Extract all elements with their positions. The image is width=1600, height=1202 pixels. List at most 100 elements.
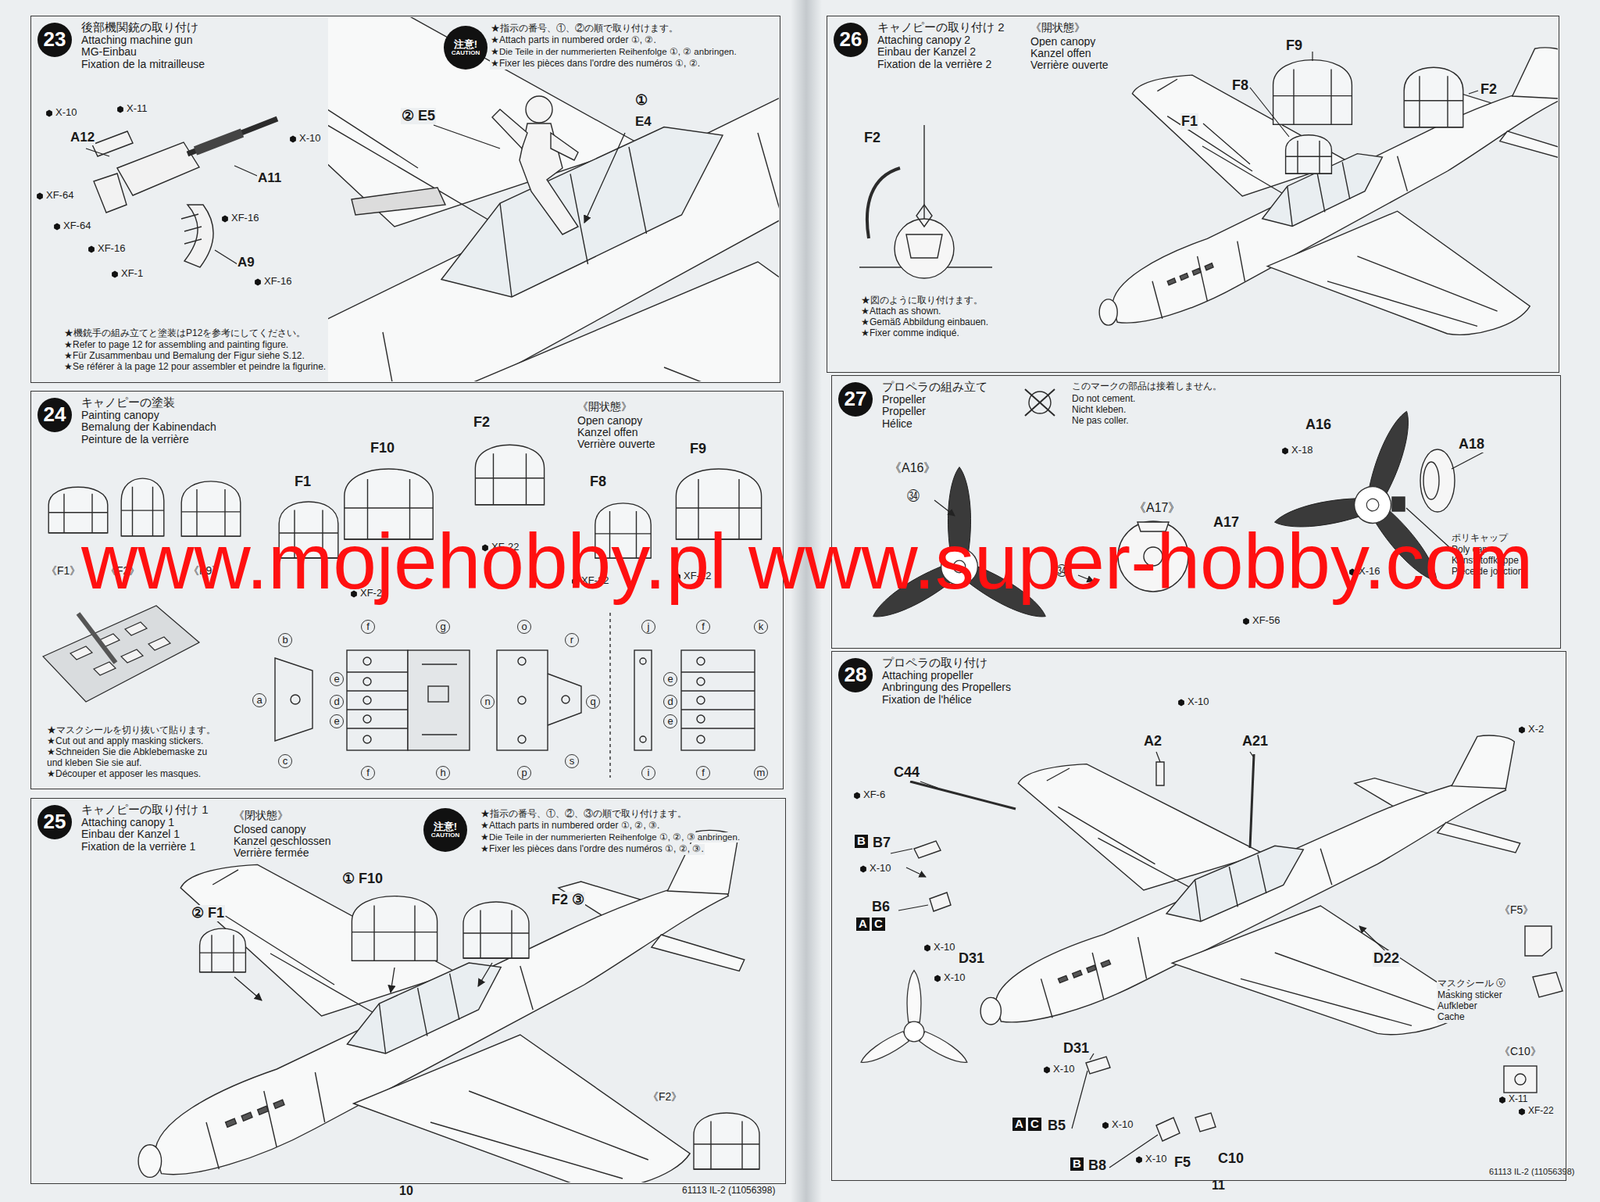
propeller-drawing <box>857 970 972 1068</box>
page-footer: 10 <box>398 1183 415 1198</box>
leader-line <box>1250 751 1254 757</box>
canopy-part <box>693 1112 760 1169</box>
version-box: A <box>1012 1117 1026 1131</box>
step-panel: キャノピーの取り付け 1Attaching canopy 1Einbau der… <box>30 797 786 1184</box>
note-text: 《F1》 <box>45 564 82 577</box>
masking-sheet <box>78 613 116 663</box>
mask-letter: c <box>278 753 293 768</box>
mask-outline <box>547 673 582 725</box>
note-text: 《F2》 <box>646 1089 683 1103</box>
note-text: ★マスクシールを切り抜いて貼ります。 <box>46 725 217 736</box>
small-part <box>1503 1065 1537 1093</box>
page-footer: 61113 IL-2 (11056398) <box>681 1185 776 1197</box>
gunner-figure <box>550 132 579 161</box>
caution-badge: 注意!CAUTION <box>443 25 488 70</box>
leader-line <box>234 962 493 1000</box>
version-box: B <box>1070 1157 1084 1171</box>
caution-text: 注意! <box>453 39 478 50</box>
leader-line <box>890 751 1395 1168</box>
paint-dot <box>853 792 861 800</box>
leader-line <box>85 148 110 157</box>
step-number-text: 28 <box>844 664 868 686</box>
hub-part <box>1420 449 1455 512</box>
gunner-figure <box>492 96 579 235</box>
step-title: プロペラの取り付け <box>880 656 1013 670</box>
mask-outline <box>428 685 449 702</box>
step-title: Attaching canopy 1 <box>79 816 211 829</box>
canopy-part <box>475 444 544 505</box>
canopy-part <box>1273 60 1353 125</box>
mask-letter: p <box>517 765 532 780</box>
small-part <box>1532 971 1563 997</box>
mask-outline <box>363 714 372 723</box>
part-label: B5 <box>1046 1117 1067 1134</box>
paint-code: XF-6 <box>862 789 886 801</box>
mask-outline <box>517 696 526 704</box>
step-heading: キャノピーの取り付け 2Attaching canopy 2Einbau der… <box>875 21 1007 72</box>
mask-outline <box>609 612 611 778</box>
paint-dot <box>860 865 867 873</box>
paint-dot <box>934 975 941 983</box>
machine-gun <box>117 142 200 196</box>
step-title: Fixation de la mitrailleuse <box>79 58 207 72</box>
paint-code: X-10 <box>868 862 892 875</box>
paint-code: X-10 <box>932 941 956 954</box>
paint-code: X-10 <box>942 971 966 984</box>
note-text: ★指示の番号、①、②、③の順で取り付けます。 <box>479 808 688 820</box>
tail-view <box>859 125 993 279</box>
leader-line <box>1089 1053 1094 1060</box>
aircraft-drawing <box>328 17 779 382</box>
paint-code: X-10 <box>54 107 78 119</box>
mask-letter: f <box>360 619 375 634</box>
small-part <box>1250 753 1254 848</box>
paint-dot <box>1178 699 1185 707</box>
mask-outline <box>363 735 372 743</box>
paint-code: X-2 <box>1527 723 1545 736</box>
note-text: このマークの部品は接着しません。 <box>1071 381 1223 393</box>
mask-outline <box>681 650 755 750</box>
machine-gun <box>92 118 446 268</box>
canopy-part <box>200 928 247 972</box>
step-heading: プロペラの組み立てPropellerPropellerHélice <box>880 380 990 431</box>
aircraft-drawing <box>328 17 779 382</box>
step-title: Fixation de la verrière 2 <box>875 58 1007 72</box>
mask-letter: a <box>252 692 267 708</box>
paint-dot <box>1282 447 1289 455</box>
paint-dot <box>1518 726 1525 734</box>
version-box: C <box>1028 1117 1042 1131</box>
part-label: F8 <box>1231 77 1250 94</box>
version-box: C <box>871 917 886 931</box>
step-number: 27 <box>838 382 873 417</box>
page-footer: 61113 IL-2 (11056398) <box>1488 1166 1575 1177</box>
leader-line <box>1468 90 1479 94</box>
aircraft-drawing <box>980 735 1521 1035</box>
step-title: Propeller <box>880 405 990 418</box>
small-part <box>910 781 1016 809</box>
masking-sheet <box>42 605 200 702</box>
paint-code: X-10 <box>298 132 322 145</box>
part-label: ② F1 <box>190 904 225 922</box>
paint-code: X-11 <box>1507 1093 1529 1105</box>
paint-dot <box>53 223 61 231</box>
no-cement-icon <box>1028 391 1051 414</box>
paint-dot <box>36 192 43 200</box>
note-text: ★Die Teile in der nummerierten Reihenfol… <box>479 832 741 843</box>
aircraft-drawing <box>1099 47 1558 335</box>
small-part <box>910 753 1563 1141</box>
step-title: Bemalung der Kabinendach <box>79 421 218 434</box>
leader-line <box>584 132 625 223</box>
machine-gun <box>184 204 214 268</box>
hub-part <box>1392 496 1405 511</box>
small-part <box>1156 761 1165 786</box>
step-title: Einbau der Kanzel 1 <box>79 828 211 841</box>
note-text: und kleben Sie sie auf. <box>46 757 143 769</box>
leader-line <box>898 904 929 911</box>
no-cement-icon <box>1025 389 1055 416</box>
note-text: ★Attach as shown. <box>860 306 942 318</box>
paint-code: XF-16 <box>263 275 293 288</box>
step-title: Peinture de la verrière <box>79 433 218 447</box>
step-number: 24 <box>37 397 72 433</box>
step-title: Painting canopy <box>79 409 218 422</box>
small-part <box>1525 925 1552 956</box>
